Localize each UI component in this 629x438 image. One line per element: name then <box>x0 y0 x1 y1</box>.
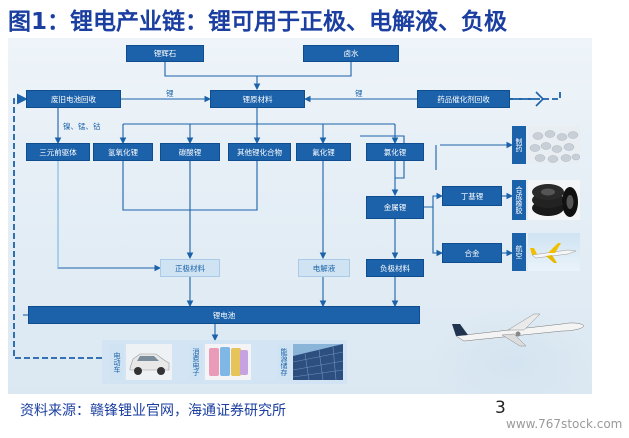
node-spodumene: 锂辉石 <box>126 45 204 62</box>
tag-rubber: 合成橡胶 <box>512 180 526 220</box>
source-note: 资料来源：赣锋锂业官网，海通证券研究所 <box>20 403 286 419</box>
node-brine: 卤水 <box>303 45 399 62</box>
solar-panel-photo <box>293 344 343 380</box>
node-electrolyte: 电解液 <box>298 259 350 277</box>
node-lithium-metal: 金属锂 <box>366 196 424 219</box>
node-cathode: 正极材料 <box>160 259 220 277</box>
node-lithium-hydroxide: 氢氧化锂 <box>93 143 153 161</box>
tag-aviation: 航空 <box>512 233 526 271</box>
node-lithium-battery: 锂电池 <box>28 306 420 324</box>
edge-spodumene-raw <box>164 62 261 91</box>
tires-photo <box>528 180 580 220</box>
node-lithium-chloride: 氯化锂 <box>366 143 424 161</box>
tag-electronics: 消费电子 <box>189 344 203 380</box>
node-other-compounds: 其他锂化合物 <box>228 143 291 161</box>
node-alloy: 合金 <box>442 243 502 263</box>
phones-photo <box>205 344 251 380</box>
node-anode: 负极材料 <box>366 259 424 277</box>
sky-glow <box>428 308 592 394</box>
node-ternary-precursor: 三元前驱体 <box>26 143 90 161</box>
tag-ev: 电动车 <box>110 344 124 380</box>
figure-title: 图1：锂电产业链：锂可用于正极、电解液、负极 <box>8 9 508 35</box>
node-pharma-recycling: 药品催化剂回收 <box>417 90 510 108</box>
tag-storage: 能源储存 <box>277 344 291 380</box>
node-lithium-raw: 锂原材料 <box>210 90 305 108</box>
tag-pharma-use: 制药 <box>512 126 526 164</box>
car-photo <box>126 344 172 380</box>
pills-photo <box>528 126 580 164</box>
node-lithium-carbonate: 碳酸锂 <box>160 143 220 161</box>
node-butyllithium: 丁基锂 <box>442 186 502 206</box>
page-number: 3 <box>495 398 506 418</box>
jet-airplane-photo <box>450 310 590 350</box>
edge-brine-raw <box>257 62 352 77</box>
watermark: www.767stock.com <box>506 417 623 431</box>
edge-label-li-right: 锂 <box>355 89 363 98</box>
airplane-photo <box>528 233 580 271</box>
edge-label-li-left: 锂 <box>166 89 174 98</box>
edge-label-metals: 镍、锰、钴 <box>63 122 101 131</box>
node-lithium-fluoride: 氟化锂 <box>296 143 351 161</box>
node-recycling: 废旧电池回收 <box>26 90 121 108</box>
dashed-loop-left <box>13 93 102 359</box>
